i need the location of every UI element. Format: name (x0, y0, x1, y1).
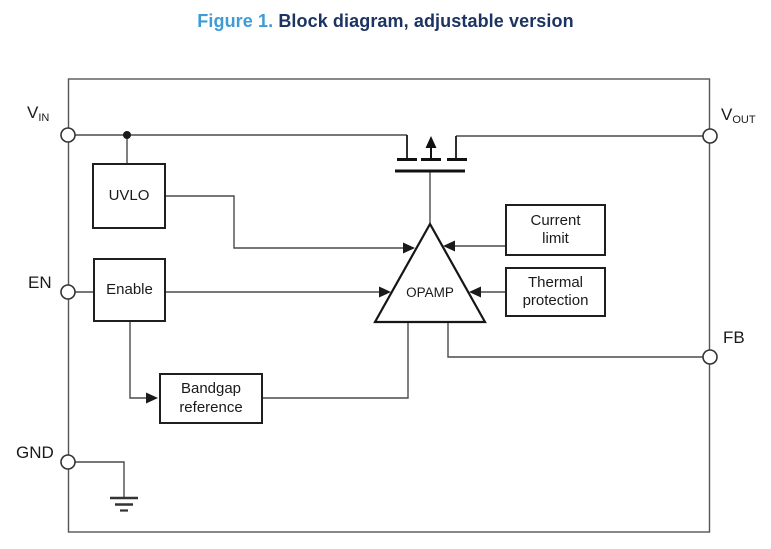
figure-caption: Figure 1. Block diagram, adjustable vers… (0, 11, 771, 32)
figure-caption-title: Block diagram, adjustable version (278, 11, 574, 31)
thermal-protection-block: Thermal protection (505, 267, 606, 317)
thermal-line2: protection (522, 292, 589, 309)
current-limit-block: Current limit (505, 204, 606, 256)
fb-pin-label: FB (723, 328, 745, 347)
chip-boundary (67, 78, 711, 533)
ground-icon (110, 496, 138, 512)
pin-circle-en (60, 284, 76, 300)
current-limit-label: Current limit (530, 212, 580, 249)
opamp-to-fb-wire (447, 322, 703, 358)
thermal-protection-label: Thermal protection (523, 274, 589, 311)
enable-arrowhead (379, 286, 391, 298)
bandgap-to-opamp-wire (263, 323, 409, 399)
vin-pin-name: V (27, 103, 39, 122)
pin-circles (60, 127, 718, 470)
pin-circle-vin (60, 127, 76, 143)
vout-pin-name: V (721, 105, 733, 124)
vout-pin-label: VOUT (721, 105, 756, 126)
bandgap-line1: Bandgap (180, 380, 242, 398)
thermal-line1: Thermal (527, 273, 583, 291)
vin-pin-subscript: IN (38, 112, 50, 124)
vin-pin-label: VIN (27, 103, 49, 124)
thermal-arrowhead (469, 286, 481, 298)
gnd-pin-label: GND (16, 443, 54, 462)
enable-block: Enable (93, 258, 166, 322)
bandgap-arrowhead (146, 392, 158, 404)
pmos-pass-transistor-icon (395, 135, 467, 173)
gnd-wire (75, 461, 125, 497)
transistor-arrowhead (425, 136, 437, 148)
junction-dot (123, 131, 131, 139)
wire-group (75, 134, 703, 497)
pin-circle-gnd (60, 454, 76, 470)
uvlo-arrowhead (403, 242, 415, 254)
current-limit-line2: limit (542, 230, 569, 247)
uvlo-label: UVLO (108, 186, 150, 204)
bandgap-reference-label: Bandgap reference (179, 380, 242, 417)
uvlo-to-opamp-wire (166, 195, 404, 249)
enable-to-bandgap-wire (129, 322, 147, 399)
opamp-triangle (373, 221, 487, 324)
bandgap-reference-block: Bandgap reference (159, 373, 263, 424)
arrowheads (146, 240, 481, 404)
en-pin-label: EN (28, 273, 52, 292)
current-limit-line1: Current (530, 211, 581, 229)
pin-circle-fb (702, 349, 718, 365)
pin-circle-vout (702, 128, 718, 144)
opamp-label: OPAMP (406, 285, 454, 300)
vout-pin-subscript: OUT (732, 114, 756, 126)
enable-label: Enable (106, 280, 153, 298)
bandgap-line2: reference (179, 398, 243, 416)
figure-caption-prefix: Figure 1. (197, 11, 274, 31)
currentlimit-arrowhead (443, 240, 455, 252)
uvlo-block: UVLO (92, 163, 166, 229)
